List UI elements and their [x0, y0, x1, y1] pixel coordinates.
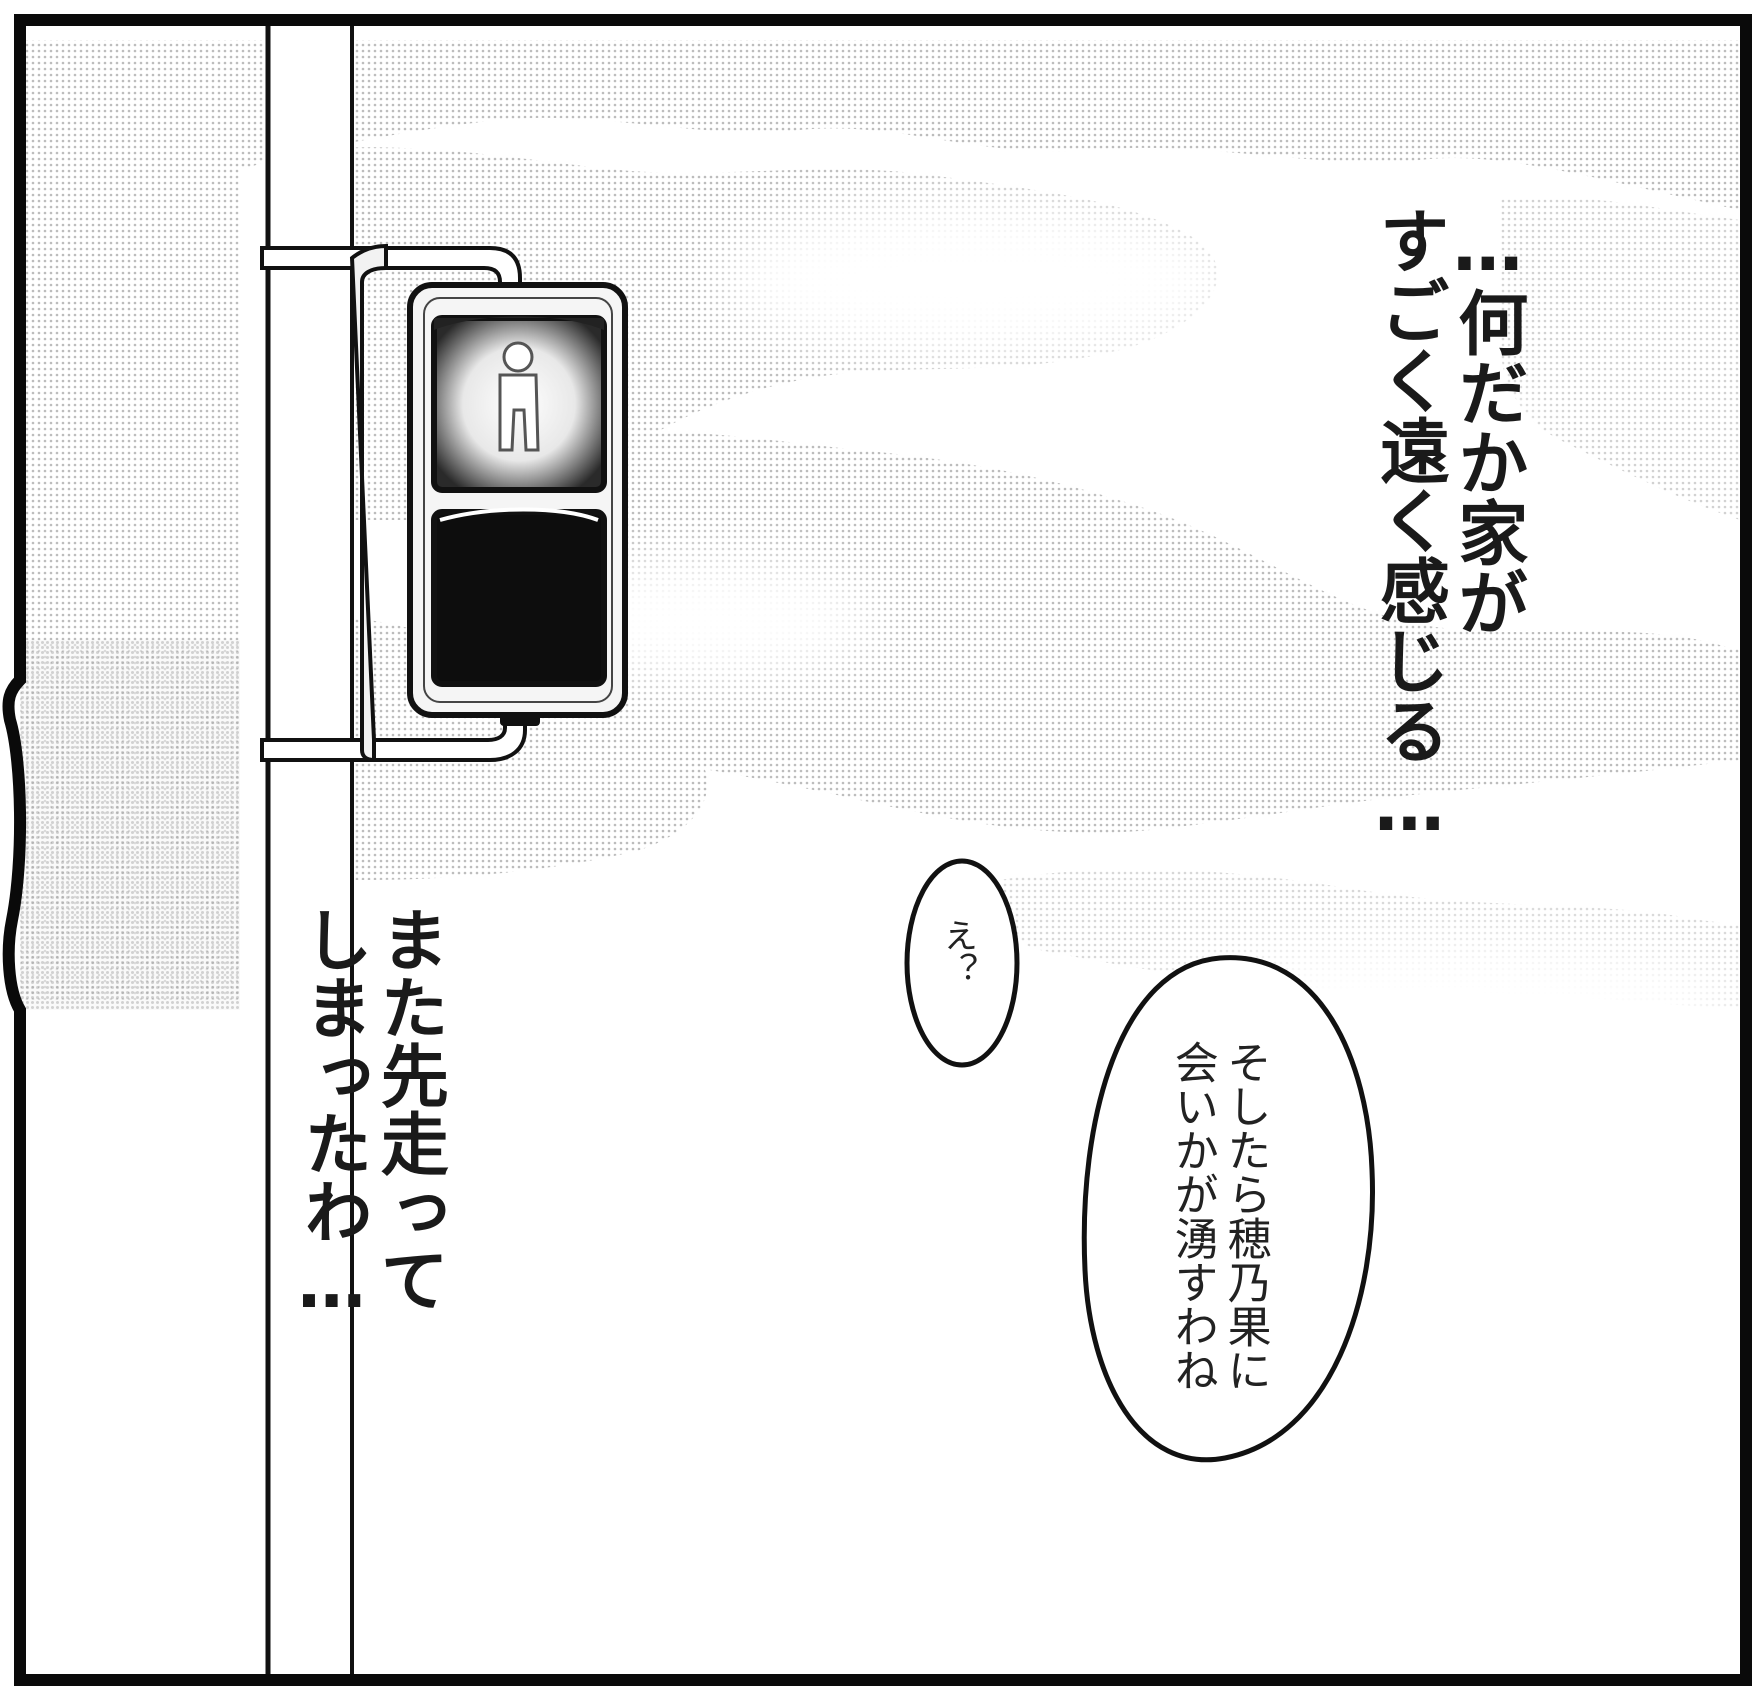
pedestrian-signal: [407, 282, 628, 726]
panel-border: [2, 14, 1752, 1686]
thought-caption-left: また先走って しまったわ…: [292, 905, 448, 1324]
stop-lamp-dark: [431, 509, 607, 687]
speech-bubble-small-text: え？: [937, 918, 978, 986]
speech-bubble-small: [904, 858, 1020, 1068]
thought-caption-right: …何だか家が すごく遠く感じる…: [1368, 205, 1529, 847]
speech-bubble-large-text: そしたら穂乃果に 会いかが湧すわね: [1166, 1040, 1271, 1392]
pedestrian-figure-icon: [498, 341, 540, 452]
speech-bubble-large: [1081, 955, 1375, 1463]
